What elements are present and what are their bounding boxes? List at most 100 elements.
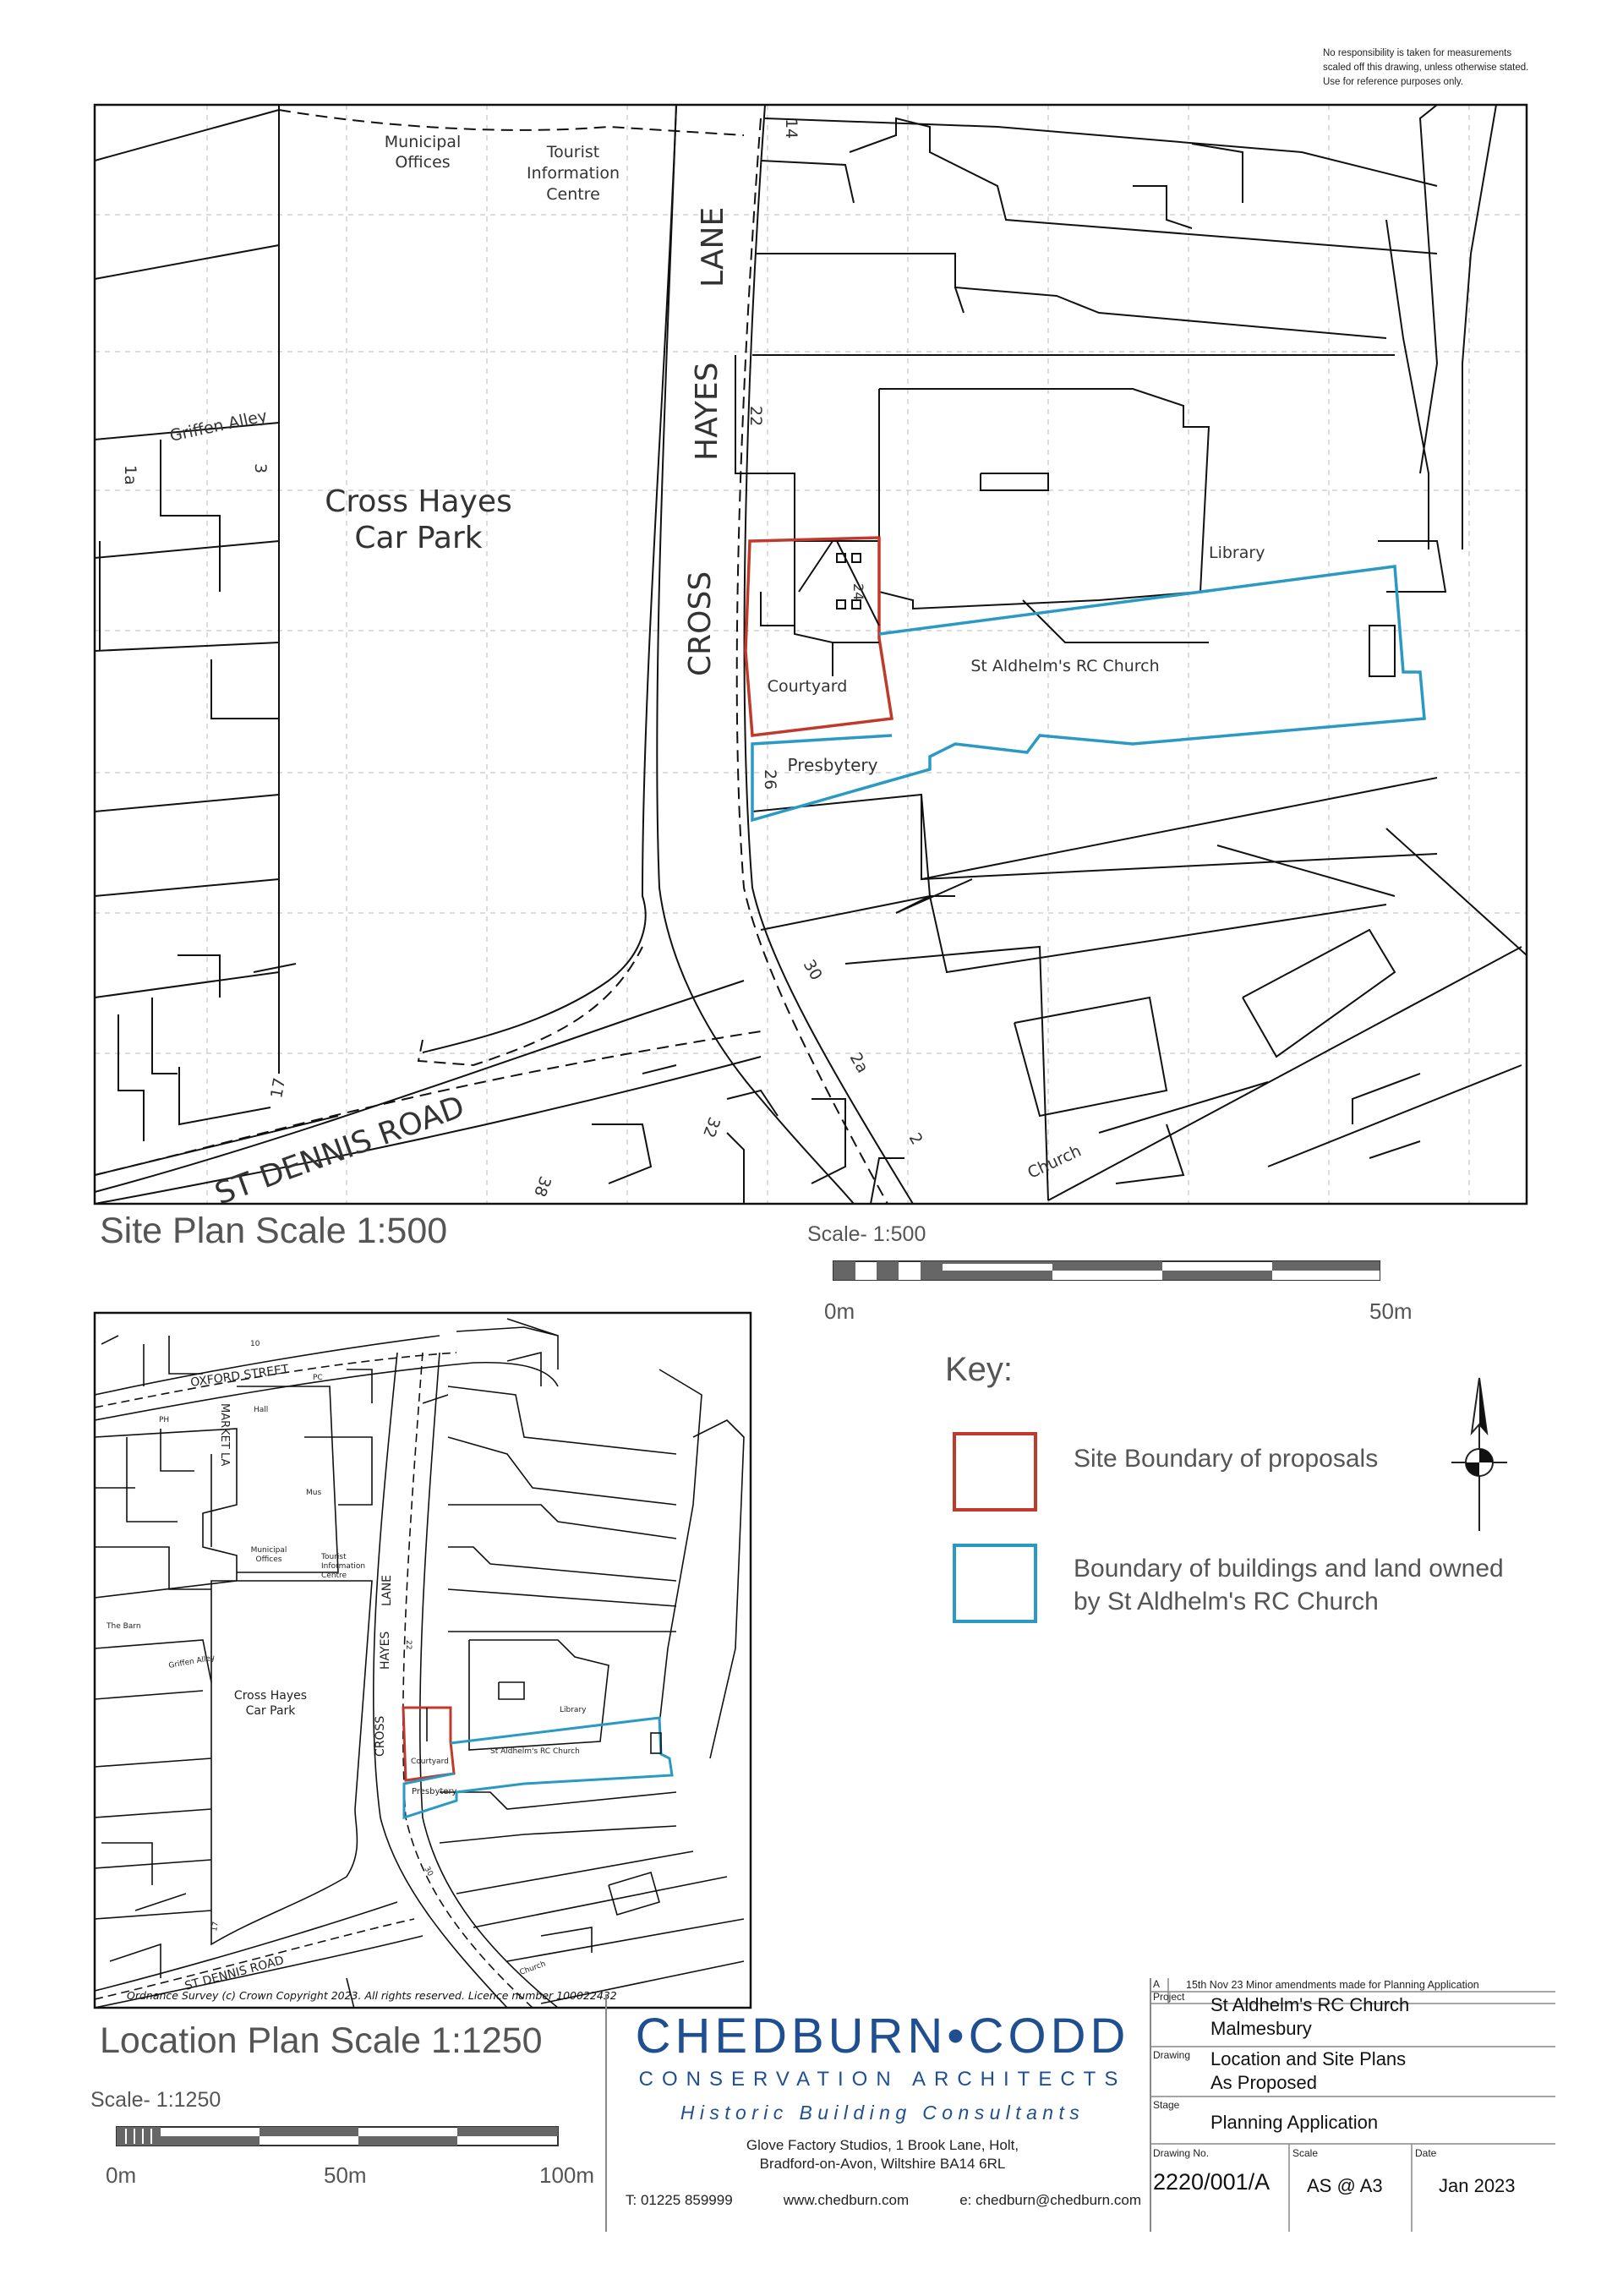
location-church-outbuilding (650, 1732, 662, 1754)
location-cross-hayes-west (372, 1352, 508, 2008)
site-boundary-outline (744, 536, 894, 737)
project-label: Project (1153, 1991, 1185, 2003)
scale-500-start: 0m (824, 1298, 855, 1324)
firm-address-line: Bradford-on-Avon, Wiltshire BA14 6RL (759, 2156, 1006, 2172)
scale-bar-1250 (116, 2126, 559, 2146)
location-cross-hayes-east (418, 1352, 559, 2008)
st-dennis-road-kerb (95, 1030, 762, 1176)
firm-divider-right (1150, 1978, 1151, 2232)
hayes-label: HAYES (690, 363, 724, 462)
project-value: St Aldhelm's RC Church Malmesbury (1210, 1993, 1409, 2041)
cross-hayes-lane-east (743, 105, 914, 1204)
stage-label: Stage (1153, 2099, 1180, 2111)
scale-value: AS @ A3 (1307, 2175, 1383, 2196)
project-line: St Aldhelm's RC Church (1210, 1994, 1410, 2015)
location-plan-title: Location Plan Scale 1:1250 (100, 2020, 543, 2061)
date-value: Jan 2023 (1439, 2175, 1516, 2196)
drawing-value: Location and Site Plans As Proposed (1210, 2047, 1406, 2095)
location-car-park-label: Car Park (246, 1704, 297, 1718)
location-car-park (210, 1580, 373, 1946)
car-park-boundary (278, 105, 677, 1065)
location-st-dennis-road (95, 1901, 398, 1992)
cross-hayes-lane-centre (735, 118, 888, 1204)
tourist-centre-label: Centre (546, 185, 600, 204)
key-title: Key: (945, 1351, 1014, 1388)
location-st-dennis-label: ST DENNIS ROAD (183, 1954, 286, 1993)
scale-1250-mid: 50m (324, 2162, 367, 2188)
griffen-alley-label: Griffen Alley (168, 407, 269, 446)
location-hayes-label: HAYES (379, 1632, 392, 1670)
drawing-line: As Proposed (1210, 2072, 1317, 2093)
firm-name-separator: • (947, 2009, 969, 2064)
firm-name-part: CHEDBURN (635, 2009, 948, 2064)
location-house-number: 30 (422, 1866, 434, 1878)
house-number: 3 (251, 463, 270, 473)
drawing-label: Drawing (1153, 2049, 1191, 2061)
south-buildings (592, 1064, 904, 1204)
drawing-no-label: Drawing No. (1153, 2147, 1210, 2159)
location-house-number: 10 (250, 1340, 260, 1348)
firm-phone: T: 01225 859999 (626, 2192, 733, 2208)
site-plan-frame (93, 103, 1528, 1205)
location-st-dennis-south (95, 1935, 424, 2008)
key-site-boundary-swatch (953, 1432, 1037, 1512)
revision-letter: A (1153, 1978, 1161, 1990)
location-presbytery-label: Presbytery (412, 1787, 457, 1796)
market-la-label: MARKET LA (218, 1403, 231, 1466)
church-boundary-outline (751, 565, 1426, 823)
house-number: 30 (800, 957, 826, 984)
location-tourist-label: Information (321, 1562, 365, 1571)
scale-1250-end: 100m (539, 2162, 595, 2188)
north-path (278, 109, 745, 136)
location-municipal-label: Offices (256, 1555, 282, 1564)
key-site-boundary-label: Site Boundary of proposals (1074, 1445, 1379, 1473)
stage-value: Planning Application (1210, 2112, 1379, 2133)
lane-label: LANE (696, 207, 730, 287)
firm-email[interactable]: e: chedburn@chedburn.com (959, 2192, 1141, 2208)
disclaimer-line: No responsibility is taken for measureme… (1323, 48, 1512, 58)
firm-subtitle: CONSERVATION ARCHITECTS (638, 2068, 1127, 2091)
firm-web[interactable]: www.chedburn.com (783, 2192, 910, 2208)
location-tourist-label: Tourist (320, 1553, 347, 1561)
disclaimer-note: No responsibility is taken for measureme… (1323, 46, 1528, 90)
oxford-street-south (95, 1361, 559, 1421)
house-number: 14 (782, 118, 801, 139)
drawing-no-value: 2220/001/A (1153, 2169, 1271, 2195)
cross-hayes-lane-west (656, 105, 855, 1204)
oxford-street-kerb (95, 1352, 457, 1408)
north-arrow-icon (1451, 1377, 1507, 1531)
scale-500-title: Scale- 1:500 (807, 1222, 926, 1246)
key-church-boundary-line: by St Aldhelm's RC Church (1074, 1588, 1379, 1615)
st-dennis-road-edge (95, 980, 745, 1193)
the-barn-label: The Barn (106, 1622, 141, 1631)
location-library-label: Library (560, 1706, 587, 1714)
date-label: Date (1415, 2147, 1437, 2159)
grid-lines (95, 105, 1527, 1204)
location-tourist-label: Centre (321, 1572, 347, 1580)
location-church-label: St Aldhelm's RC Church (490, 1747, 580, 1756)
house-number: 22 (746, 406, 765, 426)
drawing-line: Location and Site Plans (1210, 2048, 1407, 2069)
hall-label: Hall (254, 1406, 268, 1414)
project-line: Malmesbury (1210, 2018, 1312, 2039)
presbytery-label: Presbytery (788, 755, 878, 775)
location-west-buildings (95, 1335, 373, 1978)
site-plan-map[interactable]: Municipal Offices Tourist Information Ce… (0, 0, 1623, 1217)
location-cross-hayes-centre (402, 1352, 533, 2008)
house-number: 24 (850, 583, 866, 600)
house-number: 1a (121, 465, 139, 485)
location-plan-map[interactable]: OXFORD STREET MARKET LA PC Hall PH Mus M… (0, 1302, 761, 2020)
firm-name: CHEDBURN•CODD (624, 2008, 1141, 2064)
house-number: 32 (699, 1114, 724, 1140)
title-block-grid (1150, 1978, 1555, 2232)
municipal-offices-label: Offices (395, 153, 450, 172)
east-buildings (735, 105, 1527, 1201)
ph-label: PH (159, 1416, 169, 1424)
church-small-label: Church (1025, 1141, 1084, 1182)
site-plan-title: Site Plan Scale 1:500 (100, 1211, 448, 1251)
site-plan-labels: Municipal Offices Tourist Information Ce… (121, 118, 1265, 1211)
scale-500-end: 50m (1369, 1298, 1413, 1324)
tourist-centre-label: Information (527, 164, 620, 183)
courtyard-label: Courtyard (768, 677, 848, 696)
cross-label: CROSS (683, 571, 718, 676)
